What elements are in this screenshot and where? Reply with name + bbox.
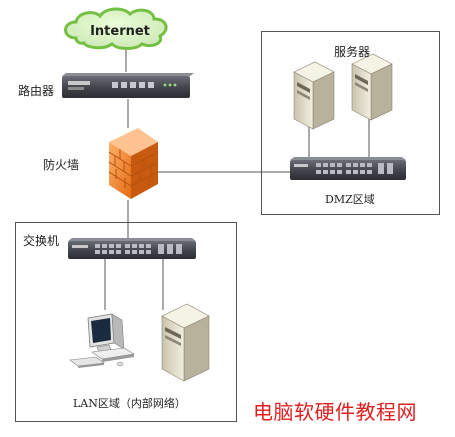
server-icon-1	[293, 61, 335, 130]
internet-cloud-icon	[64, 7, 168, 50]
router-icon	[62, 73, 194, 98]
dmz-switch-icon	[290, 157, 406, 180]
pc-icon	[69, 313, 135, 368]
lan-server-icon	[161, 303, 210, 382]
router-label: 路由器	[18, 84, 55, 98]
firewall-label: 防火墙	[43, 158, 80, 172]
watermark-text: 电脑软硬件教程网	[253, 400, 417, 424]
server-icon-2	[351, 53, 393, 121]
connection-lines	[104, 43, 370, 310]
dmz-zone-label: DMZ区域	[325, 193, 375, 206]
switch-label: 交换机	[23, 234, 60, 248]
server-zone-label: 服务器	[334, 45, 371, 59]
lan-zone-box	[15, 222, 237, 422]
internet-label: Internet	[90, 24, 150, 39]
dmz-zone-box	[261, 31, 440, 215]
lan-switch-icon	[68, 238, 196, 259]
lan-zone-label: LAN区域（内部网络）	[73, 397, 186, 410]
firewall-icon	[108, 128, 159, 199]
